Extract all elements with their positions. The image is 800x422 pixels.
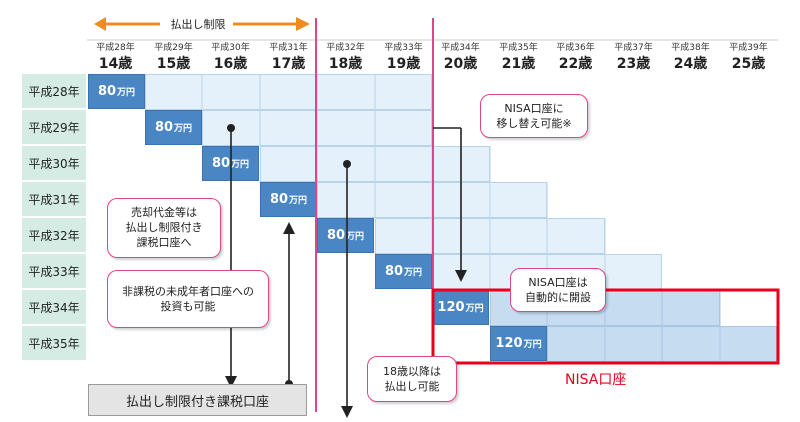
amount-unit: 万円	[465, 304, 484, 314]
column-age: 17歳	[271, 56, 306, 72]
amount-value: 120	[495, 336, 523, 351]
column-header: 平成35年 21歳	[490, 42, 547, 72]
column-header: 平成28年 14歳	[87, 42, 144, 72]
row-label: 平成34年	[22, 290, 86, 325]
amount-unit: 万円	[174, 124, 193, 134]
column-age: 25歳	[731, 56, 766, 72]
column-era: 平成31年	[269, 43, 308, 53]
column-age: 22歳	[558, 56, 593, 72]
arrow-down-icon	[341, 406, 353, 418]
arrow-up-icon	[283, 222, 295, 234]
callout-line: 移し替え可能※	[496, 117, 572, 130]
column-era: 平成35年	[499, 43, 538, 53]
withdrawal-limit-arrow: 払出し制限	[90, 14, 315, 34]
callout-line: 課税口座へ	[136, 236, 192, 249]
column-header: 平成37年 23歳	[605, 42, 662, 72]
column-age: 20歳	[443, 56, 478, 72]
column-era: 平成38年	[671, 43, 710, 53]
column-era: 平成30年	[211, 43, 250, 53]
amount-value: 80	[384, 264, 404, 279]
amount-value: 80	[97, 84, 117, 99]
double-arrow-icon	[94, 17, 310, 31]
row-label: 平成31年	[22, 182, 86, 217]
amount-unit: 万円	[231, 160, 250, 170]
row-label: 平成29年	[22, 110, 86, 145]
restricted-account-label: 払出し制限付き課税口座	[125, 394, 269, 410]
restricted-taxable-account: 払出し制限付き課税口座	[88, 384, 307, 416]
callout-line: 投資も可能	[160, 300, 216, 313]
withdrawal-limit-label: 払出し制限	[170, 18, 226, 31]
column-header: 平成30年 16歳	[202, 42, 259, 72]
callout-line: 自動的に開設	[525, 291, 591, 304]
column-age: 23歳	[616, 56, 651, 72]
row-label: 平成33年	[22, 254, 86, 289]
column-age: 19歳	[386, 56, 421, 72]
column-header: 平成31年 17歳	[260, 42, 317, 72]
column-age: 24歳	[673, 56, 708, 72]
callout-nisa-auto: NISA口座は 自動的に開設	[510, 268, 606, 312]
column-age: 14歳	[98, 56, 133, 72]
amount-value: 80	[154, 120, 174, 135]
callout-line: NISA口座は	[528, 276, 588, 289]
amount-unit: 万円	[117, 88, 136, 98]
amount-unit: 万円	[404, 268, 423, 278]
amount-value: 80	[211, 156, 231, 171]
column-era: 平成39年	[729, 43, 768, 53]
amount-unit: 万円	[346, 232, 365, 242]
nisa-account-label: NISA口座	[565, 372, 627, 388]
arrow-down-icon	[455, 270, 467, 282]
row-label: 平成30年	[22, 146, 86, 181]
amount-value: 80	[326, 228, 346, 243]
row-label: 平成35年	[22, 326, 86, 361]
column-era: 平成36年	[556, 43, 595, 53]
callout-line: 払出し制限付き	[125, 221, 203, 234]
amount-unit: 万円	[289, 196, 308, 206]
grid-cell	[145, 74, 432, 110]
arrow-down-icon	[225, 376, 237, 388]
callout-line: 非課税の未成年者口座への	[122, 285, 254, 298]
callout-nontaxable: 非課税の未成年者口座への 投資も可能	[107, 270, 269, 328]
column-age: 16歳	[213, 56, 248, 72]
column-header: 平成33年 19歳	[375, 42, 432, 72]
amount-value: 120	[437, 300, 465, 315]
column-header: 平成32年 18歳	[317, 42, 374, 72]
callout-line: NISA口座に	[504, 102, 564, 115]
callout-proceeds: 売却代金等は 払出し制限付き 課税口座へ	[107, 198, 221, 258]
row-label: 平成28年	[22, 74, 86, 109]
callout-age18: 18歳以降は 払出し可能	[367, 356, 457, 402]
column-age: 18歳	[328, 56, 363, 72]
column-age: 21歳	[501, 56, 536, 72]
amount-unit: 万円	[523, 340, 542, 350]
row-label: 平成32年	[22, 218, 86, 253]
column-header: 平成39年 25歳	[720, 42, 777, 72]
column-header: 平成29年 15歳	[145, 42, 202, 72]
column-age: 15歳	[156, 56, 191, 72]
column-header: 平成38年 24歳	[662, 42, 719, 72]
callout-line: 18歳以降は	[383, 365, 441, 378]
callout-line: 売却代金等は	[131, 206, 197, 219]
column-header: 平成34年 20歳	[432, 42, 489, 72]
callout-line: 払出し可能	[384, 380, 440, 393]
column-header: 平成36年 22歳	[547, 42, 604, 72]
column-era: 平成28年	[96, 43, 135, 53]
column-era: 平成33年	[384, 43, 423, 53]
column-era: 平成34年	[441, 43, 480, 53]
amount-value: 80	[269, 192, 289, 207]
column-era: 平成32年	[326, 43, 365, 53]
column-era: 平成37年	[614, 43, 653, 53]
column-era: 平成29年	[154, 43, 193, 53]
callout-nisa-transfer: NISA口座に 移し替え可能※	[480, 94, 588, 138]
